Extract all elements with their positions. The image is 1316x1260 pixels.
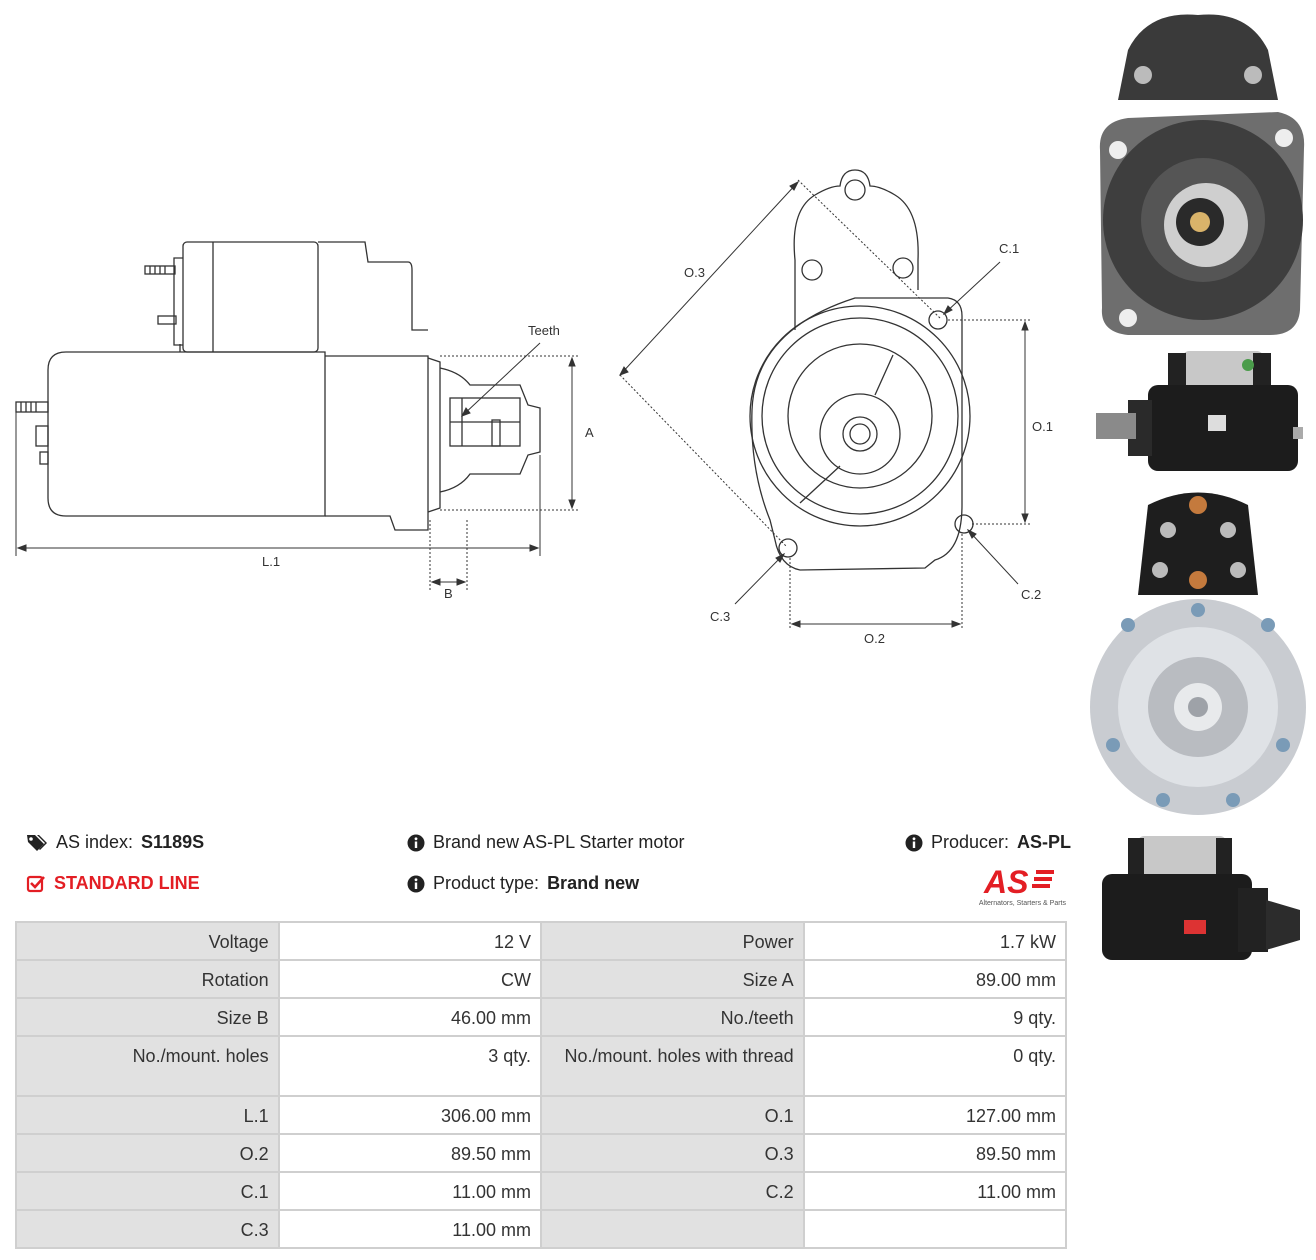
label-a: A xyxy=(585,425,594,440)
spec-value-cell: 127.00 mm xyxy=(804,1097,1065,1133)
spec-key-cell: L.1 xyxy=(17,1097,278,1133)
spec-key-cell: Voltage xyxy=(17,923,278,959)
spec-value-cell: 9 qty. xyxy=(804,999,1065,1035)
spec-value-cell: 11.00 mm xyxy=(279,1211,540,1247)
label-b: B xyxy=(444,586,453,601)
product-photo-flange xyxy=(1099,14,1305,335)
spec-key-cell: No./teeth xyxy=(541,999,803,1035)
label-o2: O.2 xyxy=(864,631,885,646)
spec-value-cell: CW xyxy=(279,961,540,997)
label-l1: L.1 xyxy=(262,554,280,569)
info-circle-icon xyxy=(407,834,425,851)
product-photo-rear xyxy=(1090,492,1306,815)
spec-key-cell: O.3 xyxy=(541,1135,803,1171)
standard-line: STANDARD LINE xyxy=(26,873,200,894)
product-type-value: Brand new xyxy=(547,873,640,893)
spec-key-cell: No./mount. holes xyxy=(17,1037,278,1095)
logo-tagline: Alternators, Starters & Parts xyxy=(979,900,1067,907)
info-circle-icon xyxy=(407,875,425,892)
product-type-label: Product type: xyxy=(433,873,540,893)
spec-key-cell xyxy=(541,1211,803,1247)
producer: Producer: AS-PL xyxy=(905,832,1071,853)
description-text: Brand new AS-PL Starter motor xyxy=(433,832,685,852)
label-o1: O.1 xyxy=(1032,419,1053,434)
spec-value-cell: 89.00 mm xyxy=(804,961,1065,997)
spec-key-cell: O.1 xyxy=(541,1097,803,1133)
spec-key-cell: No./mount. holes with thread xyxy=(541,1037,803,1095)
spec-key-cell: Power xyxy=(541,923,803,959)
info-circle-icon xyxy=(905,834,923,851)
standard-line-label: STANDARD LINE xyxy=(54,873,200,893)
spec-value-cell: 3 qty. xyxy=(279,1037,540,1095)
spec-key-cell: C.3 xyxy=(17,1211,278,1247)
label-o3: O.3 xyxy=(684,265,705,280)
spec-value-cell: 11.00 mm xyxy=(804,1173,1065,1209)
spec-value-cell: 89.50 mm xyxy=(279,1135,540,1171)
as-index-label: AS index: xyxy=(56,832,134,852)
spec-value-cell: 0 qty. xyxy=(804,1037,1065,1095)
check-square-icon xyxy=(26,875,45,892)
product-type: Product type: Brand new xyxy=(407,873,639,894)
spec-key-cell: Rotation xyxy=(17,961,278,997)
spec-value-cell: 46.00 mm xyxy=(279,999,540,1035)
label-c2: C.2 xyxy=(1021,587,1041,602)
logo-text: AS xyxy=(983,864,1029,900)
spec-value-cell: 89.50 mm xyxy=(804,1135,1065,1171)
tags-icon xyxy=(27,834,47,851)
spec-value-cell: 306.00 mm xyxy=(279,1097,540,1133)
spec-value-cell: 1.7 kW xyxy=(804,923,1065,959)
label-teeth: Teeth xyxy=(528,323,560,338)
product-photo-side xyxy=(1096,351,1303,471)
spec-key-cell: Size A xyxy=(541,961,803,997)
product-photo-side-alt xyxy=(1102,836,1300,960)
as-index-value: S1189S xyxy=(141,832,205,852)
spec-key-cell: O.2 xyxy=(17,1135,278,1171)
as-pl-logo: AS Alternators, Starters & Parts xyxy=(960,864,1070,908)
spec-value-cell: 12 V xyxy=(279,923,540,959)
label-c1: C.1 xyxy=(999,241,1019,256)
as-index: AS index: S1189S xyxy=(26,832,204,853)
description: Brand new AS-PL Starter motor xyxy=(407,832,684,853)
producer-value: AS-PL xyxy=(1017,832,1072,852)
spec-key-cell: Size B xyxy=(17,999,278,1035)
spec-key-cell: C.2 xyxy=(541,1173,803,1209)
spec-key-cell: C.1 xyxy=(17,1173,278,1209)
spec-value-cell: 11.00 mm xyxy=(279,1173,540,1209)
front-view-drawing: O.3 C.1 O.1 C.2 C.3 O.2 xyxy=(618,169,1053,646)
spec-value-cell xyxy=(804,1211,1065,1247)
producer-label: Producer: xyxy=(931,832,1010,852)
side-view-drawing: Teeth A L.1 B xyxy=(15,241,594,601)
label-c3: C.3 xyxy=(710,609,730,624)
